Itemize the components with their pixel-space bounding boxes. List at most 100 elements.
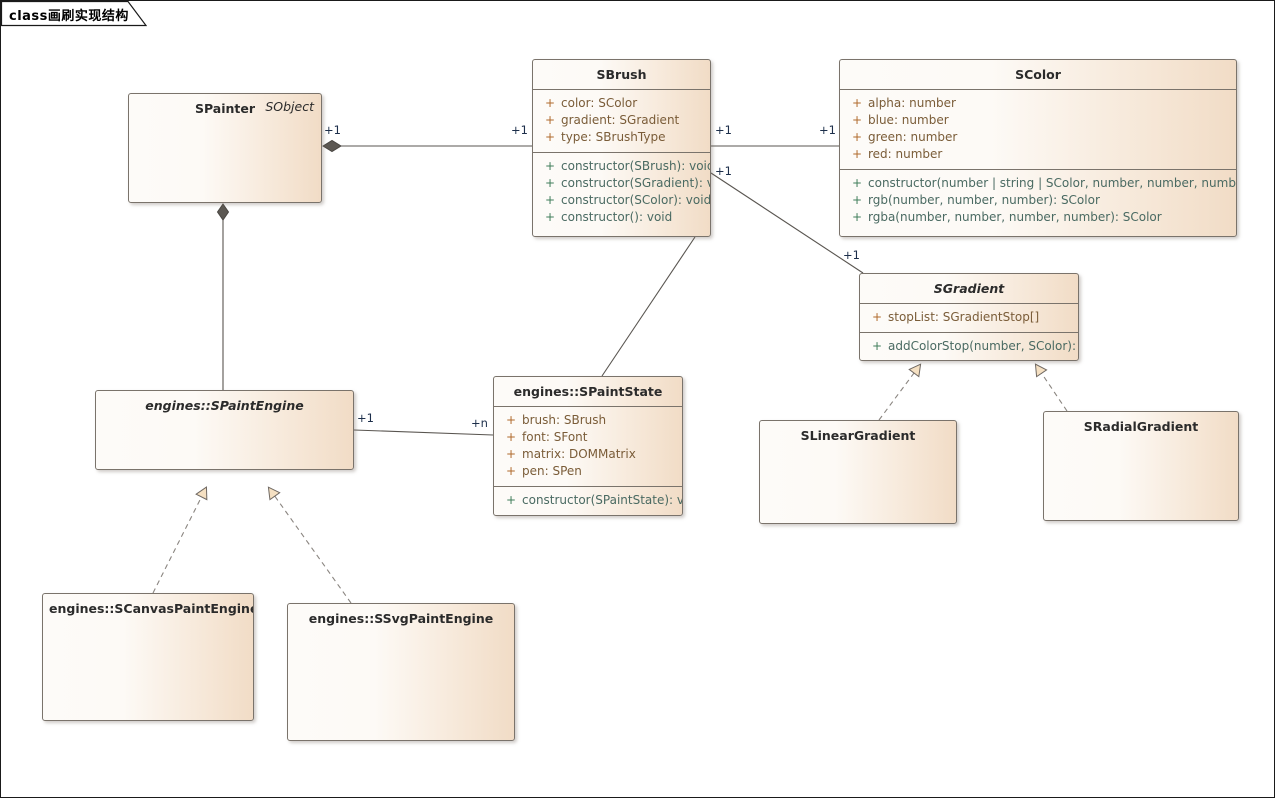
method-text: constructor(SGradient): void (561, 176, 710, 190)
link-spainter-sbrush (322, 139, 532, 153)
diagram-title: class画刷实现结构 (9, 9, 129, 24)
link-spainter-spaintengine (216, 203, 230, 390)
frame-tab-shape (1, 1, 147, 27)
method-text: addColorStop(number, SColor): void (888, 339, 1078, 353)
method-text: constructor(): void (561, 210, 673, 224)
method-row: + rgb(number, number, number): SColor (840, 192, 1236, 209)
class-box-ssvgpaintengine[interactable]: engines::SSvgPaintEngine (287, 603, 515, 741)
method-row: +constructor(SPaintState): void (494, 492, 682, 509)
compartment-divider (494, 406, 682, 407)
class-box-sradialgradient[interactable]: SRadialGradient (1043, 411, 1239, 521)
class-name-scolor: SColor (1015, 67, 1061, 82)
compartment-divider (533, 152, 710, 153)
method-text: rgba(number, number, number, number): SC… (868, 210, 1162, 224)
attribute-row: + blue: number (840, 112, 1236, 129)
attribute-row: +font: SFont (494, 429, 682, 446)
attribute-text: pen: SPen (522, 464, 582, 478)
multiplicity-engine-state-target: +n (471, 416, 488, 430)
link-spaintengine-spaintstate (353, 429, 494, 436)
attribute-text: gradient: SGradient (561, 113, 680, 127)
attribute-text: green: number (868, 130, 958, 144)
class-title-scolor: SColor (840, 60, 1236, 89)
method-row: +constructor(): void (533, 209, 710, 226)
method-row: +constructor(SBrush): void (533, 158, 710, 175)
diagram-frame-tab: class画刷实现结构 (1, 1, 147, 27)
attribute-text: blue: number (868, 113, 949, 127)
visibility-marker: + (851, 210, 863, 224)
compartment-divider (533, 89, 710, 90)
visibility-marker: + (544, 193, 556, 207)
visibility-marker: + (544, 159, 556, 173)
attribute-text: alpha: number (868, 96, 956, 110)
method-row: +constructor(number | string | SColor, n… (840, 175, 1236, 192)
visibility-marker: + (505, 464, 517, 478)
class-name-slineargradient: SLinearGradient (800, 428, 916, 443)
method-row: + rgba(number, number, number, number): S… (840, 209, 1236, 226)
multiplicity-brush-color-source: +1 (715, 123, 732, 137)
visibility-marker: + (851, 147, 863, 161)
class-box-sbrush[interactable]: SBrush + color: SColor + gradient: SGradie… (532, 59, 711, 237)
visibility-marker: + (851, 176, 863, 190)
compartment-divider (840, 169, 1236, 170)
attribute-text: font: SFont (522, 430, 588, 444)
class-title-ssvgpaintengine: engines::SSvgPaintEngine (288, 604, 514, 633)
visibility-marker: + (544, 113, 556, 127)
class-title-spaintstate: engines::SPaintState (494, 377, 682, 406)
class-box-scanvaspaintengine[interactable]: engines::SCanvasPaintEngine (42, 593, 254, 721)
attribute-row: + green: number (840, 129, 1236, 146)
class-box-scolor[interactable]: SColor + alpha: number + blue: number + gre… (839, 59, 1237, 237)
class-title-sradialgradient: SRadialGradient (1044, 412, 1238, 441)
visibility-marker: + (871, 339, 883, 353)
attribute-row: +stopList: SGradientStop[] (860, 309, 1078, 326)
compartment-divider (840, 89, 1236, 90)
attributes-sbrush: + color: SColor + gradient: SGradient +typ… (533, 90, 710, 152)
visibility-marker: + (544, 176, 556, 190)
method-row: + constructor(SGradient): void (533, 175, 710, 192)
visibility-marker: + (851, 193, 863, 207)
attribute-row: +type: SBrushType (533, 129, 710, 146)
attribute-row: +red: number (840, 146, 1236, 163)
method-text: rgb(number, number, number): SColor (868, 193, 1100, 207)
multiplicity-brush-gradient-target: +1 (843, 248, 860, 262)
methods-spaintstate: +constructor(SPaintState): void (494, 487, 682, 515)
class-name-sgradient: SGradient (933, 281, 1005, 296)
class-box-spainter[interactable]: SObject SPainter (128, 93, 322, 203)
visibility-marker: + (851, 130, 863, 144)
attribute-text: color: SColor (561, 96, 638, 110)
attribute-row: + pen: SPen (494, 463, 682, 480)
visibility-marker: + (505, 413, 517, 427)
multiplicity-brush-gradient-source: +1 (715, 164, 732, 178)
method-text: constructor(SColor): void (561, 193, 711, 207)
class-title-spaintengine: engines::SPaintEngine (96, 391, 353, 420)
class-stereotype-spainter: SObject (265, 99, 314, 114)
compartment-divider (860, 332, 1078, 333)
class-title-scanvaspaintengine: engines::SCanvasPaintEngine (43, 594, 253, 623)
multiplicity-brush-color-target: +1 (819, 123, 836, 137)
visibility-marker: + (851, 113, 863, 127)
multiplicity-painter-brush-source: +1 (324, 123, 341, 137)
link-ssvgpaintengine-spaintengine (267, 486, 352, 604)
visibility-marker: + (544, 96, 556, 110)
multiplicity-painter-brush-target: +1 (511, 123, 528, 137)
class-name-sbrush: SBrush (596, 67, 647, 82)
attribute-text: type: SBrushType (561, 130, 666, 144)
attribute-row: + color: SColor (533, 95, 710, 112)
class-title-spainter: SObject SPainter (129, 94, 321, 123)
method-row: + constructor(SColor): void (533, 192, 710, 209)
attribute-row: + alpha: number (840, 95, 1236, 112)
class-box-slineargradient[interactable]: SLinearGradient (759, 420, 957, 524)
visibility-marker: + (505, 493, 517, 507)
class-box-spaintengine[interactable]: engines::SPaintEngine (95, 390, 354, 470)
link-slineargradient-sgradient (878, 363, 922, 421)
class-box-sgradient[interactable]: SGradient +stopList: SGradientStop[] + ad… (859, 273, 1079, 361)
class-box-spaintstate[interactable]: engines::SPaintState +brush: SBrush +fon… (493, 376, 683, 516)
method-row: + addColorStop(number, SColor): void (860, 338, 1078, 355)
class-name-spaintstate: engines::SPaintState (513, 384, 663, 399)
visibility-marker: + (505, 447, 517, 461)
attributes-sgradient: +stopList: SGradientStop[] (860, 304, 1078, 332)
class-name-spaintengine: engines::SPaintEngine (145, 398, 304, 413)
visibility-marker: + (851, 96, 863, 110)
methods-scolor: +constructor(number | string | SColor, n… (840, 170, 1236, 232)
